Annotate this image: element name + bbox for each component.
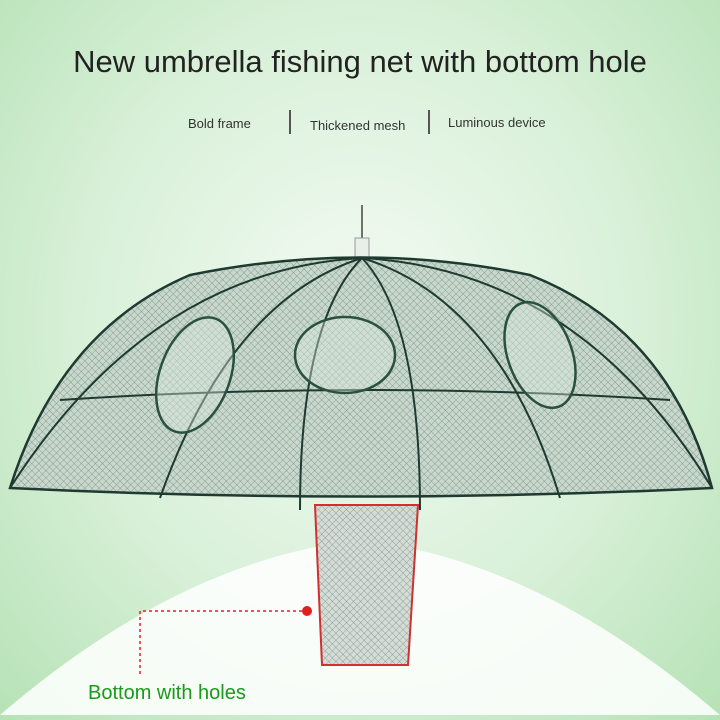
bottom-net-bag [313,504,420,666]
feature-luminous-device: Luminous device [448,115,546,130]
entrance-funnels [154,300,577,434]
callout-pointer [139,606,312,675]
page-title: New umbrella fishing net with bottom hol… [73,44,647,79]
feature-thickened-mesh: Thickened mesh [310,118,406,133]
divider [289,110,291,134]
bottom-holes-callout: Bottom with holes [88,682,246,704]
feature-bold-frame: Bold frame [188,116,251,131]
divider [428,110,430,134]
